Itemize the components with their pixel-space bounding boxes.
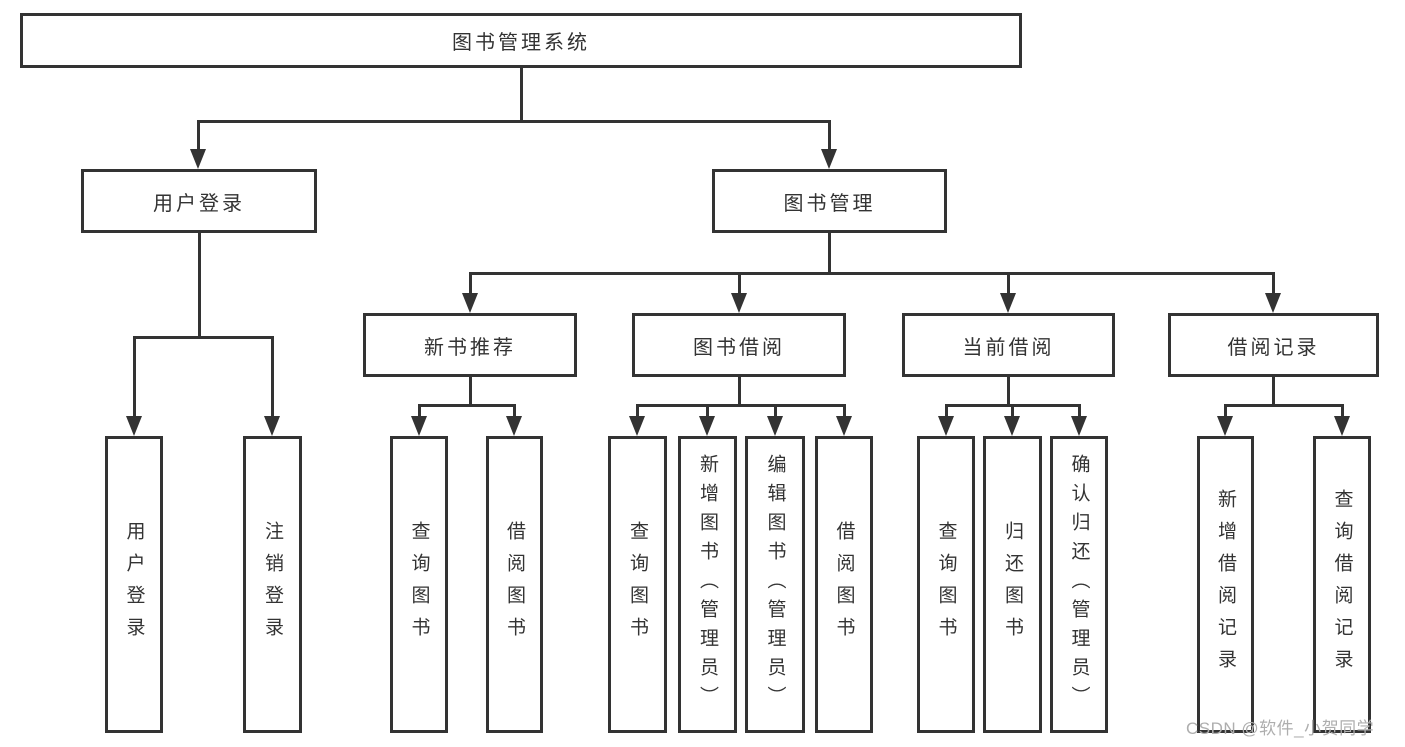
arrowhead-down — [264, 416, 280, 436]
connector-drop — [1341, 404, 1344, 422]
node-label: 图书管理系统 — [452, 32, 590, 54]
node-leaf-add-books-admin: 新增图书（管理员） — [678, 436, 737, 733]
connector-rail — [133, 336, 274, 339]
arrowhead-down — [629, 416, 645, 436]
connector-level2-rail — [197, 120, 831, 123]
node-leaf-query-books: 查询图书 — [390, 436, 448, 733]
connector-drop — [774, 404, 777, 422]
node-label: 新书推荐 — [424, 336, 516, 359]
connector-stem — [738, 377, 741, 407]
node-label: 新增借阅记录 — [1215, 488, 1236, 681]
node-label: 确认归还（管理员） — [1068, 454, 1090, 715]
node-label: 借阅图书 — [504, 520, 525, 649]
connector-rail — [418, 404, 516, 407]
arrowhead-down — [506, 416, 522, 436]
arrowhead-down — [767, 416, 783, 436]
connector-drop — [271, 336, 274, 422]
arrowhead-down — [1217, 416, 1233, 436]
node-leaf-add-borrow-record: 新增借阅记录 — [1197, 436, 1254, 733]
connector-drop — [513, 404, 516, 422]
node-new-book-recommend: 新书推荐 — [363, 313, 577, 377]
connector-rail — [636, 404, 846, 407]
node-label: 编辑图书（管理员） — [764, 454, 786, 715]
node-label: 借阅图书 — [833, 520, 855, 649]
connector-stem — [469, 377, 472, 407]
arrowhead-down — [411, 416, 427, 436]
node-user-login: 用户登录 — [81, 169, 317, 233]
connector-drop — [738, 272, 741, 300]
connector-root-stem — [520, 68, 523, 122]
connector-drop — [418, 404, 421, 422]
arrowhead-down — [836, 416, 852, 436]
node-current-borrow: 当前借阅 — [902, 313, 1115, 377]
node-label: 图书管理 — [783, 192, 876, 215]
connector-level3-rail — [469, 272, 1275, 275]
node-leaf-user-login: 用户登录 — [105, 436, 163, 733]
arrowhead-down — [938, 416, 954, 436]
arrowhead-down — [190, 149, 206, 169]
connector-drop — [828, 120, 831, 152]
arrowhead-down — [1265, 293, 1281, 313]
node-book-management: 图书管理 — [712, 169, 947, 233]
connector-stem — [1007, 377, 1010, 407]
node-label: 用户登录 — [153, 192, 245, 215]
connector-drop — [1272, 272, 1275, 300]
node-leaf-edit-books-admin: 编辑图书（管理员） — [745, 436, 805, 733]
connector-drop — [945, 404, 948, 422]
arrowhead-down — [699, 416, 715, 436]
arrowhead-down — [462, 293, 478, 313]
connector-drop — [133, 336, 136, 422]
node-book-borrow: 图书借阅 — [632, 313, 846, 377]
node-label: 当前借阅 — [962, 336, 1055, 359]
node-label: 查询图书 — [627, 520, 648, 649]
arrowhead-down — [1334, 416, 1350, 436]
node-leaf-borrow-books: 借阅图书 — [815, 436, 873, 733]
connector-drop — [636, 404, 639, 422]
connector-stem — [1272, 377, 1275, 407]
connector-drop — [197, 120, 200, 152]
node-leaf-query-borrow-record: 查询借阅记录 — [1313, 436, 1371, 733]
connector-drop — [1078, 404, 1081, 422]
node-label: 借阅记录 — [1227, 336, 1320, 359]
node-label: 查询图书 — [935, 520, 957, 649]
node-label: 用户登录 — [123, 520, 145, 649]
connector-drop — [843, 404, 846, 422]
node-label: 查询图书 — [408, 520, 430, 649]
arrowhead-down — [821, 149, 837, 169]
node-leaf-logout: 注销登录 — [243, 436, 302, 733]
connector-stem — [828, 233, 831, 275]
node-library-management-system: 图书管理系统 — [20, 13, 1022, 68]
connector-drop — [1011, 404, 1014, 422]
node-leaf-return-books: 归还图书 — [983, 436, 1042, 733]
node-leaf-query-books: 查询图书 — [608, 436, 667, 733]
arrowhead-down — [1004, 416, 1020, 436]
arrowhead-down — [126, 416, 142, 436]
arrowhead-down — [1071, 416, 1087, 436]
node-label: 注销登录 — [262, 520, 283, 649]
node-label: 新增图书（管理员） — [697, 454, 718, 715]
node-label: 图书借阅 — [693, 336, 785, 359]
node-leaf-query-books: 查询图书 — [917, 436, 975, 733]
node-leaf-borrow-books: 借阅图书 — [486, 436, 543, 733]
csdn-watermark: CSDN @软件_小贺同学 — [1186, 719, 1375, 738]
node-borrow-records: 借阅记录 — [1168, 313, 1379, 377]
connector-drop — [706, 404, 709, 422]
node-leaf-confirm-return-admin: 确认归还（管理员） — [1050, 436, 1108, 733]
node-label: 查询借阅记录 — [1331, 488, 1353, 681]
connector-stem — [198, 233, 201, 339]
connector-drop — [469, 272, 472, 300]
connector-drop — [1007, 272, 1010, 300]
connector-drop — [1224, 404, 1227, 422]
connector-rail — [1224, 404, 1344, 407]
node-label: 归还图书 — [1002, 520, 1023, 649]
arrowhead-down — [731, 293, 747, 313]
arrowhead-down — [1000, 293, 1016, 313]
